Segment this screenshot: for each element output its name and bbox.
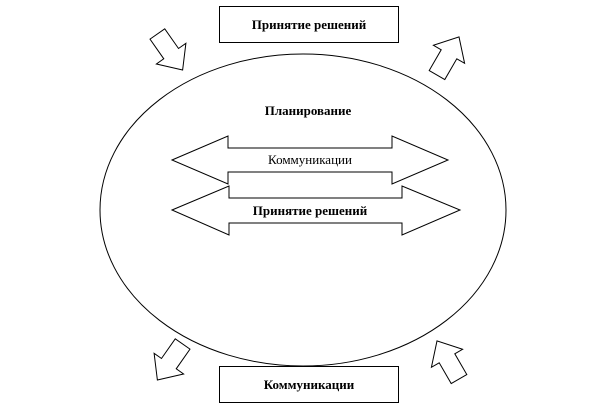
center-title: Планирование [264, 103, 352, 118]
arrow-bottom-right-icon [430, 340, 468, 385]
bottom-box-communications: Коммуникации [219, 366, 399, 403]
top-box-decisions: Принятие решений [219, 6, 399, 43]
arrow-top-right-icon [428, 36, 466, 81]
arrow-bottom-left-icon [153, 338, 191, 381]
arrow-upper-label: Коммуникации [268, 152, 352, 167]
bottom-box-label: Коммуникации [263, 376, 355, 392]
arrow-lower-label: Принятие решений [252, 203, 368, 218]
arrow-top-left-icon [149, 28, 187, 71]
top-box-label: Принятие решений [251, 16, 367, 32]
double-arrow-communications [170, 135, 450, 185]
double-arrow-decisions [170, 185, 462, 236]
